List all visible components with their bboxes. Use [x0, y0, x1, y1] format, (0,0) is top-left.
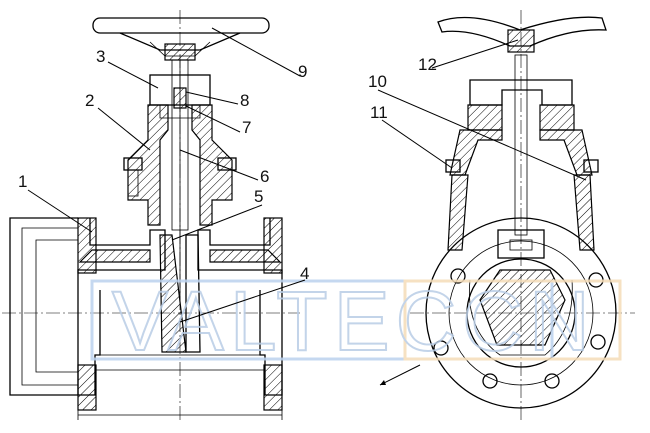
- part-label-11: 11: [370, 103, 388, 122]
- part-label-10: 10: [368, 72, 387, 91]
- watermark-text: VALTECCN: [112, 274, 596, 368]
- watermark: VALTECCN: [90, 273, 622, 369]
- handwheel-right: [437, 16, 607, 53]
- part-label-1: 1: [18, 172, 27, 191]
- part-label-8: 8: [240, 91, 249, 110]
- part-label-7: 7: [242, 118, 251, 137]
- part-label-6: 6: [260, 167, 269, 186]
- part-label-5: 5: [254, 187, 263, 206]
- part-label-12: 12: [418, 55, 437, 74]
- part-label-3: 3: [96, 47, 105, 66]
- part-label-4: 4: [300, 264, 309, 283]
- section-view: [2, 10, 300, 420]
- part-label-2: 2: [85, 91, 94, 110]
- end-view: [379, 10, 635, 420]
- handwheel-left: [92, 17, 270, 61]
- part-labels: 1 2 3 4 5 6 7 8 9 10 11 12: [18, 47, 437, 283]
- flange-left: [77, 217, 97, 274]
- part-label-9: 9: [298, 62, 307, 81]
- flange-right: [263, 217, 283, 274]
- leader-lines: [27, 27, 587, 323]
